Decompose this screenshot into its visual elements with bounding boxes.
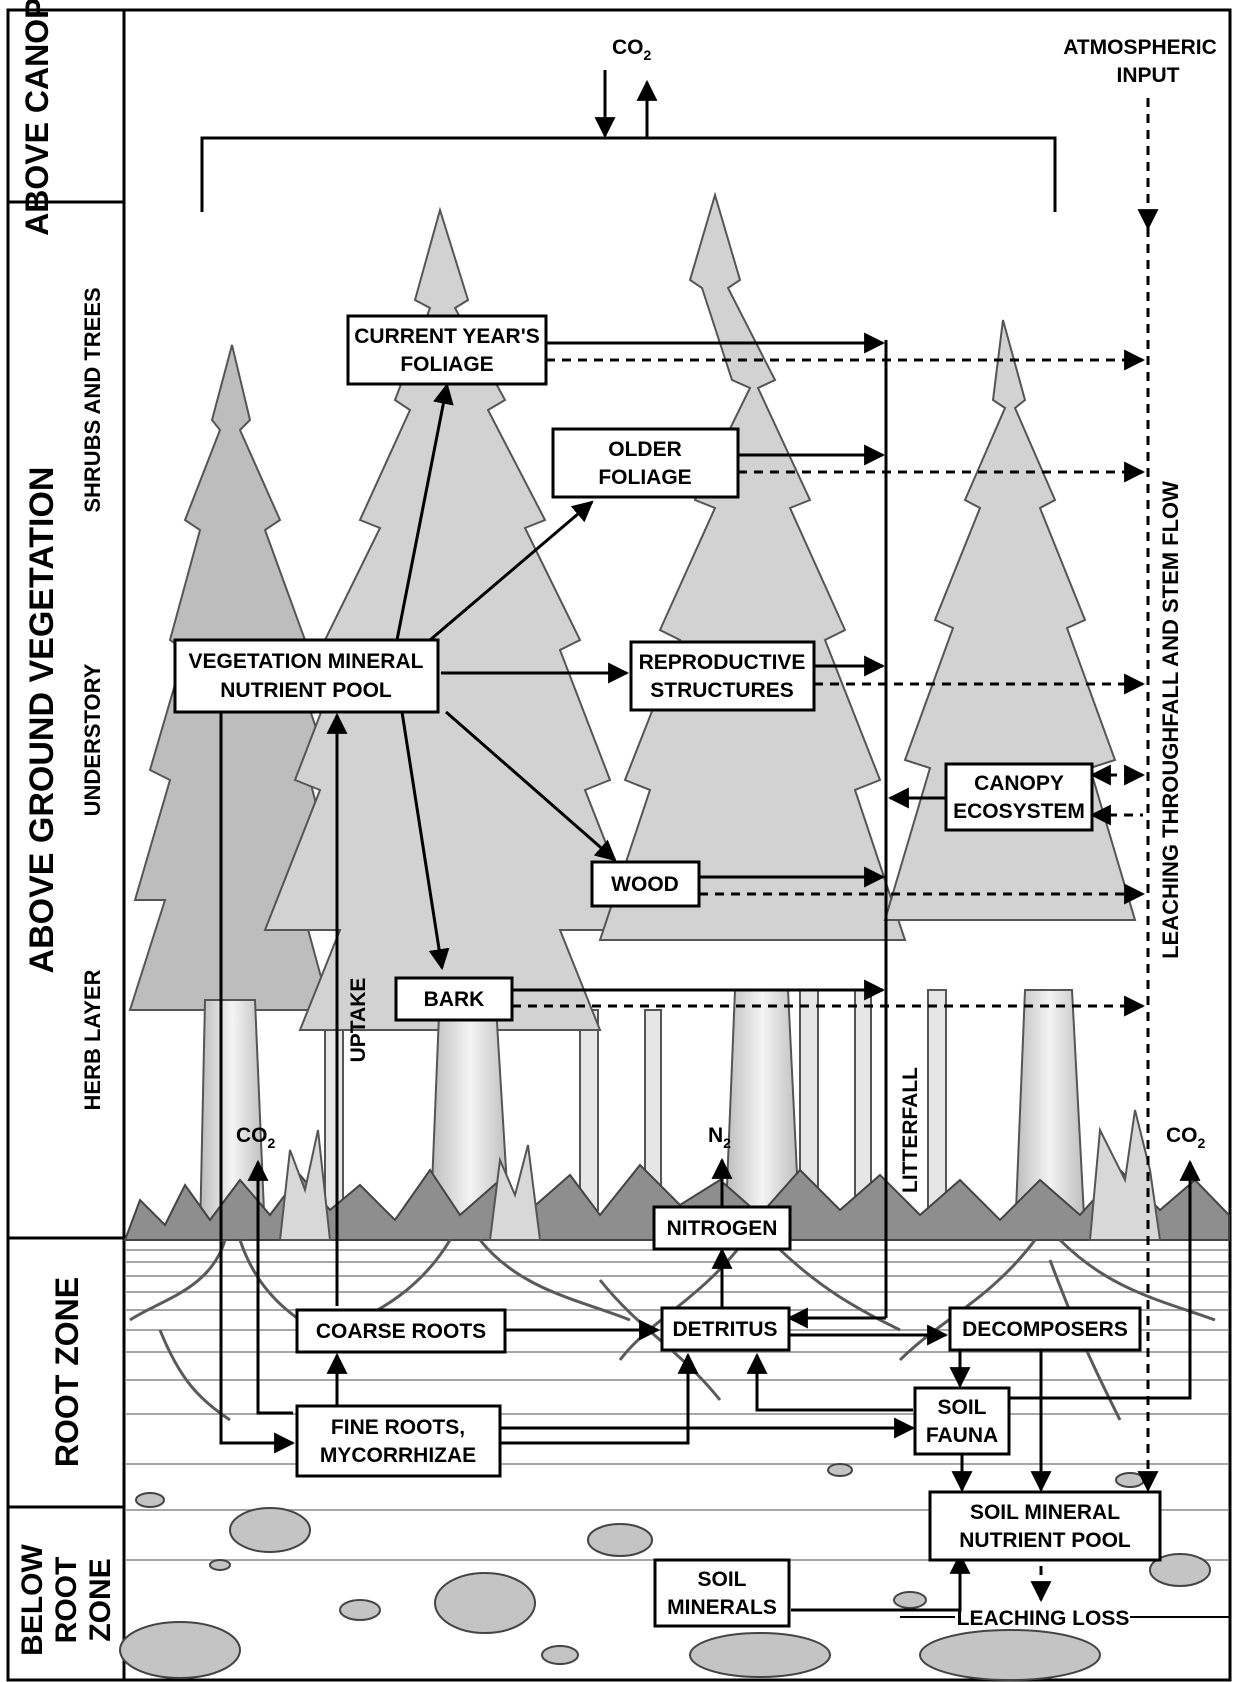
litterfall-label: LITTERFALL [899, 1067, 922, 1193]
layer-understory: UNDERSTORY [80, 663, 105, 816]
box-repro-line1: REPRODUCTIVE [639, 651, 806, 674]
layer-shrubs-trees: SHRUBS AND TREES [80, 287, 105, 512]
box-nitrogen: NITROGEN [652, 1205, 792, 1251]
box-canopy-ecosystem: CANOPY ECOSYSTEM [944, 762, 1094, 832]
zone-labels: ABOVE CANOPY ABOVE GROUND VEGETATION SHR… [16, 0, 117, 1656]
uptake-label: UPTAKE [347, 978, 370, 1063]
box-fine-roots-line2: MYCORRHIZAE [320, 1444, 476, 1467]
box-current-foliage: CURRENT YEAR'S FOLIAGE [346, 314, 548, 386]
box-detritus: DETRITUS [660, 1306, 791, 1352]
zone-below-root-3: ZONE [84, 1558, 117, 1641]
box-veg-pool-line2: NUTRIENT POOL [220, 679, 392, 702]
co2-left-label: CO2 [236, 1124, 276, 1151]
box-soil-pool-line1: SOIL MINERAL [970, 1501, 1120, 1524]
zone-root: ROOT ZONE [49, 1277, 85, 1467]
box-soil-minerals: SOIL MINERALS [653, 1558, 791, 1628]
co2-top-label: CO2 [612, 36, 652, 63]
n2-label: N2 [708, 1124, 731, 1151]
box-detritus-label: DETRITUS [673, 1318, 778, 1341]
rocks [119, 1463, 1211, 1681]
box-vegetation-pool: VEGETATION MINERAL NUTRIENT POOL [173, 638, 440, 714]
box-veg-pool-line1: VEGETATION MINERAL [189, 650, 424, 673]
box-current-foliage-line1: CURRENT YEAR'S [354, 325, 539, 348]
box-soil-fauna-line1: SOIL [937, 1396, 986, 1419]
box-canopy-line1: CANOPY [974, 772, 1064, 795]
box-wood-label: WOOD [611, 873, 679, 896]
box-bark: BARK [394, 976, 514, 1022]
box-soil-fauna: SOIL FAUNA [913, 1386, 1011, 1456]
layer-herb: HERB LAYER [80, 969, 105, 1110]
box-soil-fauna-line2: FAUNA [926, 1424, 998, 1447]
box-soil-minerals-line1: SOIL [697, 1568, 746, 1591]
zone-below-root-1: BELOW [16, 1543, 49, 1655]
box-fine-roots-line1: FINE ROOTS, [331, 1416, 465, 1439]
box-fine-roots: FINE ROOTS, MYCORRHIZAE [295, 1404, 502, 1478]
box-soil-minerals-line2: MINERALS [667, 1596, 777, 1619]
flow-labels: CO2 ATMOSPHERIC INPUT LEACHING THROUGHFA… [236, 36, 1217, 1630]
box-bark-label: BARK [424, 988, 485, 1011]
box-current-foliage-line2: FOLIAGE [400, 353, 493, 376]
box-coarse-roots: COARSE ROOTS [295, 1308, 507, 1354]
zone-above-ground: ABOVE GROUND VEGETATION [23, 467, 61, 974]
box-canopy-line2: ECOSYSTEM [953, 800, 1085, 823]
dashed-flows [512, 98, 1159, 1493]
leaching-loss-label: LEACHING LOSS [957, 1607, 1130, 1630]
compartments: CURRENT YEAR'S FOLIAGE OLDER FOLIAGE VEG… [173, 314, 1162, 1628]
box-soil-mineral-pool: SOIL MINERAL NUTRIENT POOL [928, 1490, 1162, 1562]
box-older-foliage: OLDER FOLIAGE [551, 427, 740, 499]
box-repro-line2: STRUCTURES [650, 679, 794, 702]
leaching-throughfall-label: LEACHING THROUGHFALL AND STEM FLOW [1158, 481, 1183, 959]
box-soil-pool-line2: NUTRIENT POOL [959, 1529, 1131, 1552]
box-decomposers: DECOMPOSERS [948, 1306, 1142, 1352]
box-reproductive: REPRODUCTIVE STRUCTURES [629, 640, 816, 712]
zone-below-root-2: ROOT [50, 1557, 83, 1644]
box-older-foliage-line1: OLDER [608, 438, 682, 461]
box-nitrogen-label: NITROGEN [667, 1217, 778, 1240]
box-coarse-roots-label: COARSE ROOTS [316, 1320, 486, 1343]
atmospheric-label-2: INPUT [1117, 64, 1180, 87]
solid-flows [200, 70, 1229, 1618]
box-decomposers-label: DECOMPOSERS [962, 1318, 1128, 1341]
box-wood: WOOD [590, 860, 701, 908]
co2-right-label: CO2 [1166, 1124, 1206, 1151]
box-older-foliage-line2: FOLIAGE [598, 466, 691, 489]
frame [6, 8, 1232, 1682]
atmospheric-label-1: ATMOSPHERIC [1063, 36, 1217, 59]
zone-above-canopy: ABOVE CANOPY [19, 0, 55, 236]
